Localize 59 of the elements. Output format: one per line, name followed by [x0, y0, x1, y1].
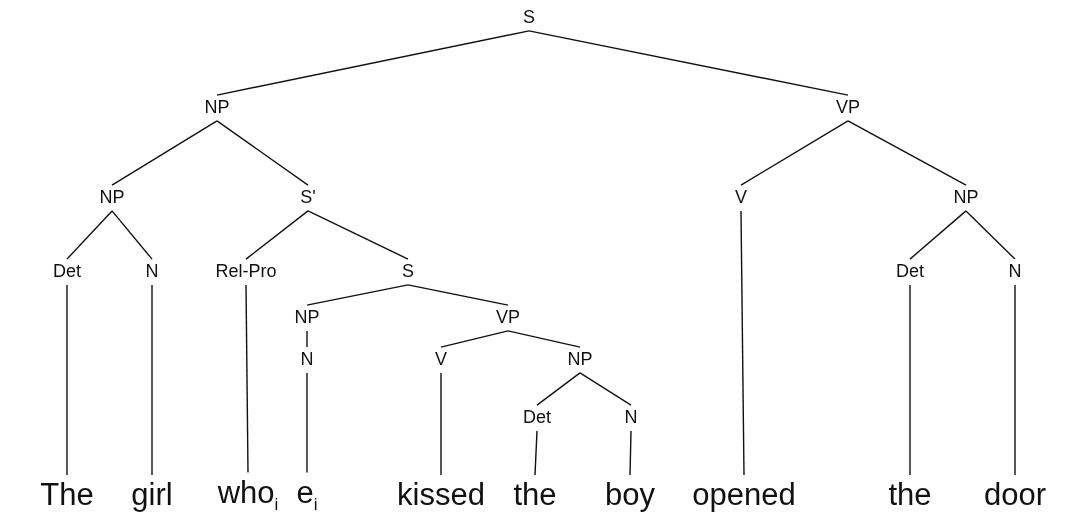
category-label: N	[143, 261, 161, 283]
branch-line	[536, 372, 581, 406]
word: girl	[129, 476, 175, 514]
branch-line	[407, 284, 509, 306]
category-label: VP	[834, 97, 862, 119]
category-label: NP	[292, 307, 322, 329]
branch-line	[965, 210, 1016, 260]
branch-line	[111, 210, 153, 260]
branch-line	[1014, 284, 1016, 476]
category-label: N	[622, 407, 640, 429]
word: boy	[603, 476, 657, 514]
word: who$_{i}$	[215, 474, 281, 516]
category-label: Rel-Pro	[213, 261, 279, 283]
branch-line	[507, 330, 581, 348]
word: opened	[690, 476, 798, 514]
branch-line	[740, 120, 849, 186]
branch-line	[306, 372, 308, 474]
category-label: S	[400, 261, 416, 283]
category-label: NP	[951, 187, 981, 209]
branch-line	[740, 210, 745, 476]
branch-line	[307, 210, 409, 260]
branch-line	[306, 330, 308, 348]
category-label: N	[298, 349, 316, 371]
word: The	[38, 476, 96, 514]
word: kissed	[395, 476, 487, 514]
branch-line	[216, 30, 530, 96]
branch-line	[245, 210, 309, 260]
word: e$_{i}$	[294, 474, 320, 516]
branch-line	[629, 430, 632, 476]
branch-line	[909, 284, 911, 476]
category-label: Det	[51, 261, 83, 283]
branch-line	[111, 120, 218, 186]
category-label: Det	[894, 261, 926, 283]
category-label: S	[521, 7, 537, 29]
category-label: Det	[521, 407, 553, 429]
category-label: N	[1006, 261, 1024, 283]
branch-line	[528, 30, 849, 96]
branch-line	[66, 284, 68, 476]
branch-line	[534, 430, 538, 476]
branch-line	[909, 210, 967, 260]
branch-line	[66, 210, 113, 260]
category-label: NP	[202, 97, 232, 119]
branch-line	[306, 284, 409, 306]
branch-line	[245, 284, 249, 474]
branch-line	[151, 284, 153, 476]
category-label: S'	[298, 187, 318, 209]
branch-line	[216, 120, 309, 186]
word: door	[982, 476, 1048, 514]
category-label: VP	[494, 307, 522, 329]
word: the	[511, 476, 559, 514]
category-label: NP	[565, 349, 595, 371]
category-label: V	[733, 187, 749, 209]
category-label: NP	[97, 187, 127, 209]
branch-line	[440, 330, 509, 348]
branch-line	[579, 372, 632, 406]
branch-line	[847, 120, 967, 186]
category-label: V	[433, 349, 449, 371]
branch-line	[440, 372, 442, 476]
word: the	[886, 476, 934, 514]
